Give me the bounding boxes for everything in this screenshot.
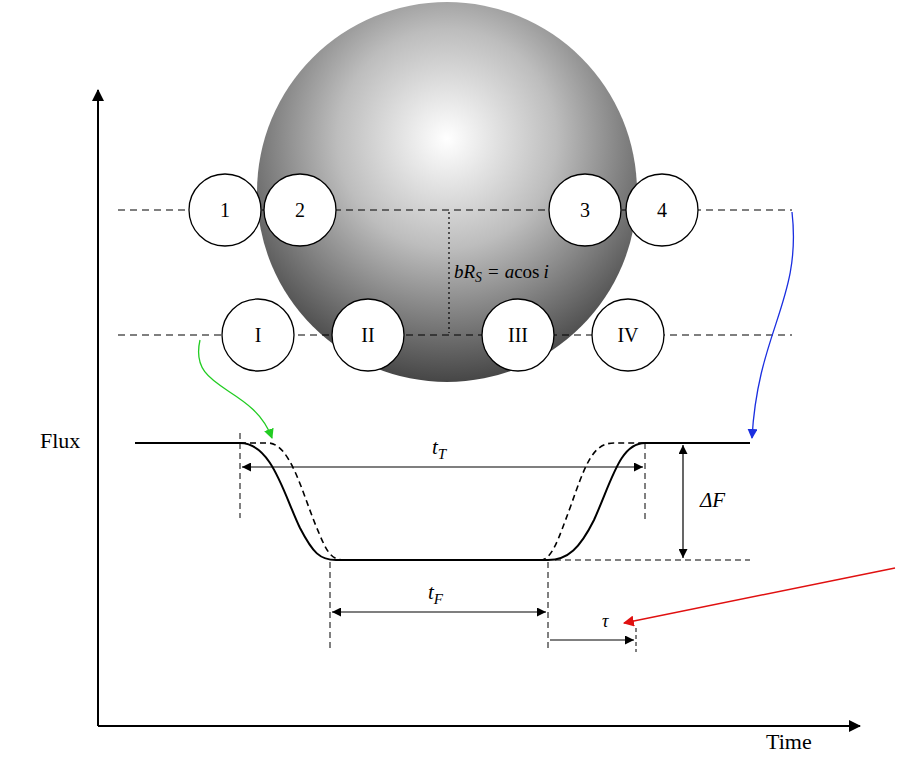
light-curve-alt	[240, 443, 645, 560]
transit-chord	[118, 334, 792, 335]
label-text: cos	[514, 261, 539, 282]
light-curve	[135, 443, 750, 560]
label-text: t	[428, 580, 434, 604]
position-number: II	[361, 325, 374, 345]
impact-parameter-label: bRS=acosi	[454, 262, 549, 281]
extension-line	[548, 562, 549, 652]
dimension-arrow	[682, 445, 683, 558]
circle-shape	[332, 299, 404, 371]
planet-circle: 1	[188, 173, 262, 247]
planet-circle: I	[221, 298, 295, 372]
dimension-arrow	[242, 466, 643, 467]
subscript-text: F	[434, 591, 443, 607]
extension-line	[555, 560, 750, 561]
position-number: 2	[295, 200, 305, 220]
dimension-label: ΔF	[700, 490, 725, 511]
impact-parameter-line	[448, 212, 449, 333]
circle-shape	[189, 174, 261, 246]
circle-shape	[482, 299, 554, 371]
x-axis	[98, 725, 860, 727]
label-text: Time	[766, 729, 812, 754]
planet-circle: 3	[548, 173, 622, 247]
dimension-label: tT	[432, 437, 446, 458]
position-number: 1	[220, 200, 230, 220]
label-text: t	[432, 435, 438, 459]
dimension-arrow	[550, 640, 634, 641]
extension-line	[636, 628, 637, 652]
label-text: a	[505, 261, 515, 282]
subscript-text: T	[438, 446, 446, 462]
label-text: =	[488, 261, 499, 282]
position-number: III	[508, 325, 528, 345]
pointer-arrow	[752, 212, 793, 438]
extension-line	[240, 433, 241, 518]
circle-shape	[592, 299, 664, 371]
position-number: 3	[580, 200, 590, 220]
circle-shape	[264, 174, 336, 246]
circle-shape	[626, 174, 698, 246]
axis-label: Time	[766, 731, 812, 753]
star-disk	[257, 2, 637, 382]
position-number: IV	[617, 325, 638, 345]
label-text: ΔF	[700, 488, 725, 512]
subscript-text: S	[475, 270, 482, 285]
circle-shape	[549, 174, 621, 246]
pointer-arrow	[624, 568, 895, 623]
dimension-label: τ	[602, 612, 608, 630]
position-number: I	[255, 325, 262, 345]
label-text: Flux	[40, 428, 80, 453]
planet-circle: IV	[591, 298, 665, 372]
axis-label: Flux	[40, 430, 80, 452]
circle-shape	[222, 299, 294, 371]
label-text: i	[544, 261, 549, 282]
planet-circle: 2	[263, 173, 337, 247]
extension-line	[330, 562, 331, 652]
extension-line	[645, 443, 646, 520]
planet-circle: 4	[625, 173, 699, 247]
planet-circle: III	[481, 298, 555, 372]
dimension-label: tF	[428, 582, 443, 603]
planet-circle: II	[331, 298, 405, 372]
label-text: bR	[454, 261, 475, 282]
y-axis	[97, 90, 99, 726]
position-number: 4	[657, 200, 667, 220]
label-text: τ	[602, 611, 608, 631]
dimension-arrow	[332, 611, 546, 612]
